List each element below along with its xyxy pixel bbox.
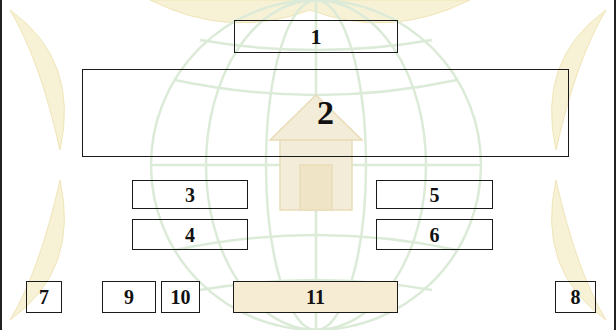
layout-box: 3 [132,180,248,209]
layout-box: 11 [233,281,398,313]
box-number: 6 [430,225,440,245]
layout-box: 10 [161,281,200,313]
layout-box: 5 [376,180,493,209]
layout-box: 7 [26,281,62,313]
layout-box: 8 [555,281,596,313]
box-number: 2 [317,96,334,130]
box-number: 3 [185,185,195,205]
layout-box: 4 [132,219,248,250]
layout-box: 9 [102,281,156,313]
box-number: 9 [124,287,134,307]
box-number: 7 [39,287,49,307]
layout-box: 6 [376,219,493,250]
layout-box: 1 [234,20,398,53]
box-number: 11 [306,287,325,307]
box-number: 10 [171,287,191,307]
box-number: 1 [311,26,322,48]
layout-box: 2 [82,69,569,157]
box-number: 5 [430,185,440,205]
box-number: 4 [185,225,195,245]
box-number: 8 [571,287,581,307]
